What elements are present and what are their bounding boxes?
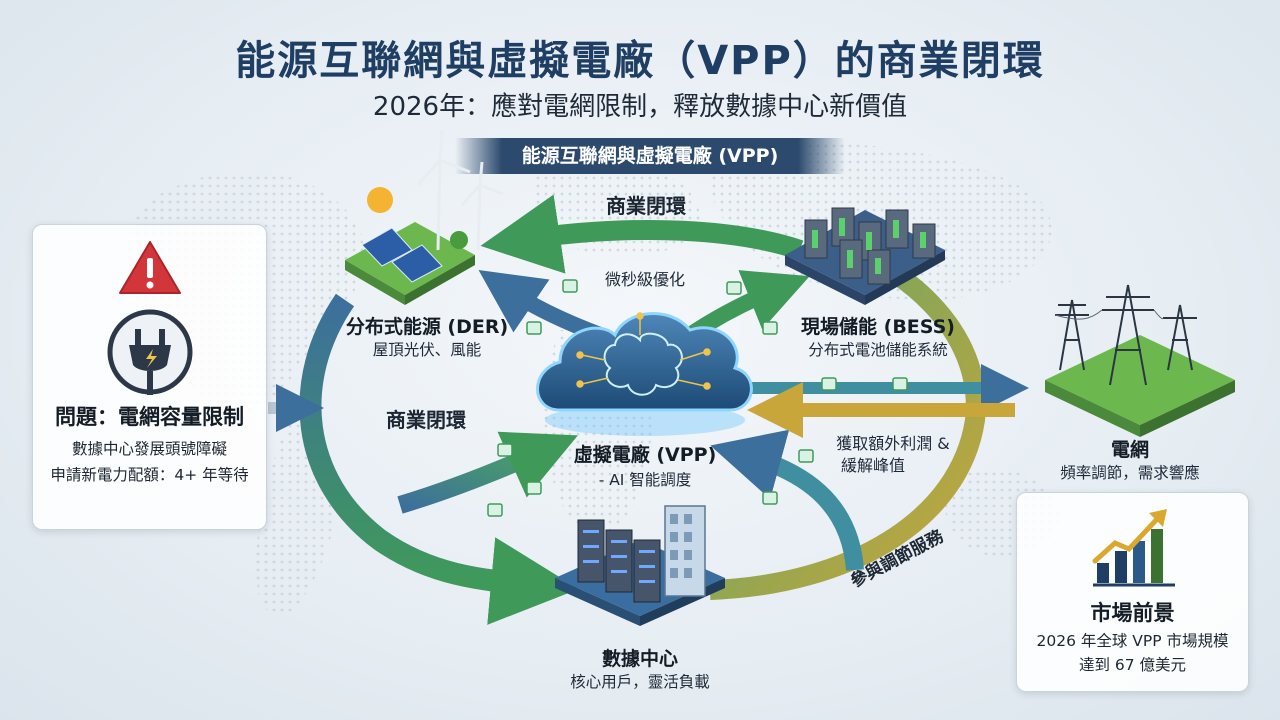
growth-chart-icon — [1092, 509, 1175, 587]
der-subtitle: 屋頂光伏、風能 — [372, 341, 482, 359]
problem-card: 問題：電網容量限制 數據中心發展頭號障礙 申請新電力配額：4+ 年等待 — [32, 224, 267, 530]
data-center-icon — [555, 505, 725, 626]
power-tower-icon — [1045, 284, 1235, 437]
loop-label-top: 商業閉環 — [606, 194, 686, 218]
market-line1: 2026 年全球 VPP 市場規模 — [1036, 632, 1229, 650]
ai-brain-cloud-icon — [536, 312, 753, 436]
profit-label-line2: 緩解峰值 — [840, 456, 905, 475]
profit-label-line1: 獲取額外利潤 & — [836, 434, 950, 453]
vpp-subtitle: - AI 智能調度 — [598, 471, 692, 489]
bess-subtitle: 分布式電池儲能系統 — [808, 341, 948, 359]
vpp-title: 虛擬電廠 (VPP) — [573, 444, 717, 466]
problem-line2: 申請新電力配額：4+ 年等待 — [50, 466, 249, 484]
page-subtitle: 2026年：應對電網限制，釋放數據中心新價值 — [372, 92, 908, 122]
page-title: 能源互聯網與虛擬電廠（VPP）的商業閉環 — [235, 38, 1045, 84]
battery-storage-icon — [785, 207, 945, 305]
problem-line1: 數據中心發展頭號障礙 — [71, 440, 227, 458]
grid-title: 電網 — [1110, 439, 1149, 461]
der-title: 分布式能源 (DER) — [345, 316, 509, 338]
bess-title: 現場儲能 (BESS) — [801, 316, 955, 338]
market-line2: 達到 67 億美元 — [1078, 656, 1187, 674]
grid-subtitle: 頻率調節，需求響應 — [1060, 464, 1200, 482]
data-packet-icons — [487, 279, 908, 517]
vpp-banner: 能源互聯網與虛擬電廠 (VPP) — [455, 138, 845, 174]
loop-left-arrow — [299, 293, 579, 625]
dc-subtitle: 核心用戶，靈活負載 — [570, 673, 710, 691]
power-plug-icon — [107, 309, 193, 395]
problem-title: 問題：電網容量限制 — [55, 405, 244, 429]
solar-wind-icon — [345, 129, 504, 305]
regulation-arrow — [710, 429, 864, 571]
dc-title: 數據中心 — [601, 648, 678, 670]
warning-icon — [119, 241, 181, 294]
market-title: 市場前景 — [1090, 601, 1175, 625]
dc-to-vpp-arrow — [397, 431, 578, 514]
loop-top-arrow — [480, 194, 804, 274]
microsecond-label: 微秒級優化 — [604, 270, 685, 289]
loop-label-left: 商業閉環 — [386, 408, 466, 432]
market-card: 市場前景 2026 年全球 VPP 市場規模 達到 67 億美元 — [1016, 492, 1249, 692]
